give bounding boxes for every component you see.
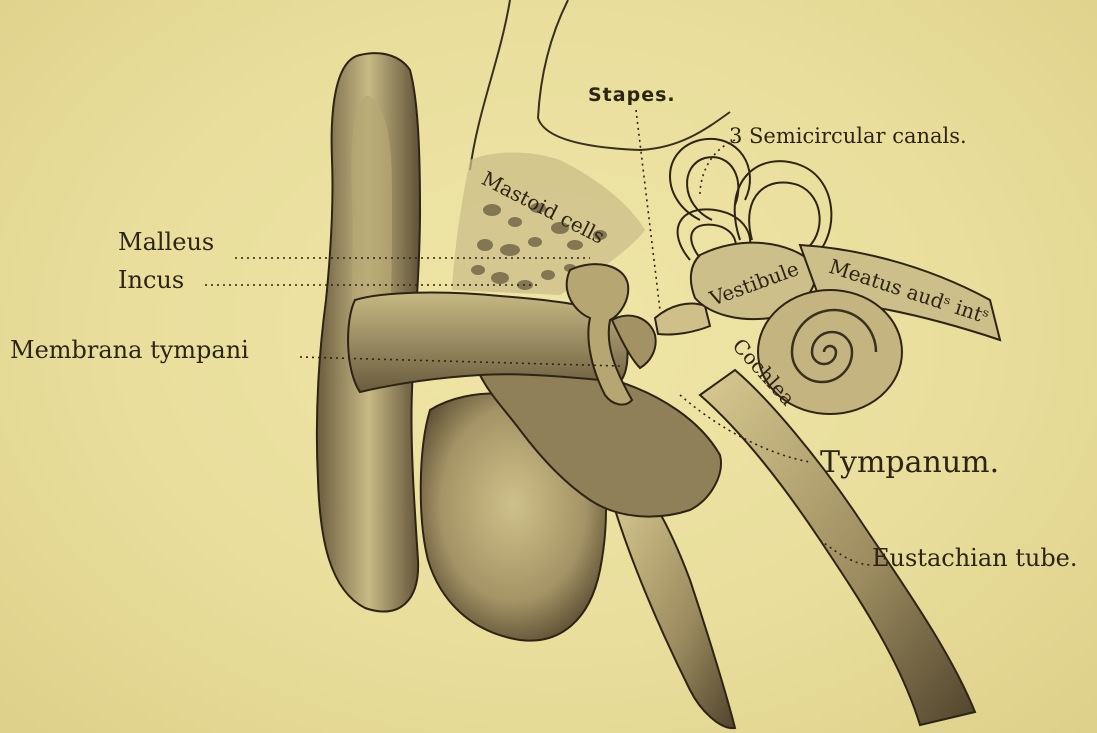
label-membrana-tympani: Membrana tympani	[10, 338, 249, 362]
label-eustachian-tube: Eustachian tube.	[872, 546, 1078, 570]
label-incus: Incus	[118, 268, 184, 292]
label-stapes: Stapes.	[588, 86, 676, 105]
label-malleus: Malleus	[118, 230, 214, 254]
label-semicircular-canals: 3 Semicircular canals.	[729, 126, 967, 147]
stapes-bone	[655, 303, 710, 334]
stapes-leader	[636, 110, 660, 310]
semicircular-leader	[700, 140, 735, 195]
styloid-process	[612, 490, 735, 728]
label-tympanum: Tympanum.	[820, 448, 999, 478]
